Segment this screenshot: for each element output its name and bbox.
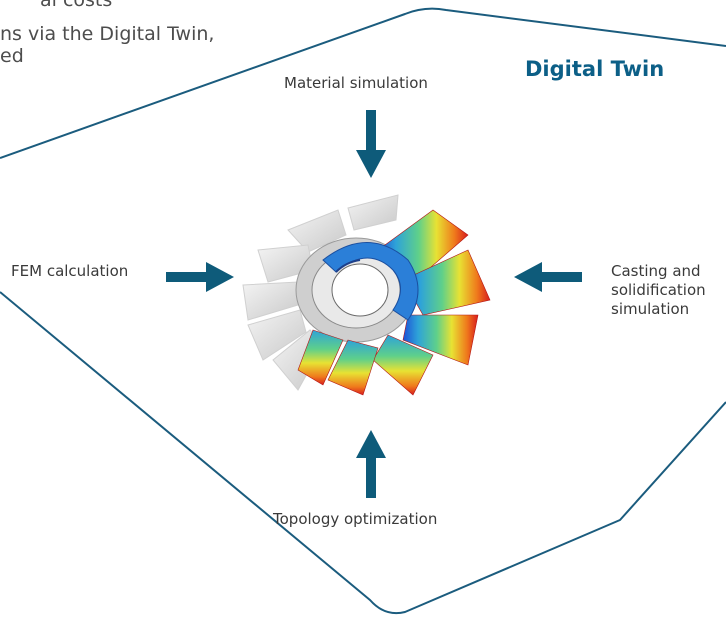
- impeller-simulation-image: [242, 194, 491, 396]
- casting-label-line-3: simulation: [611, 300, 690, 318]
- casting-solidification-label: Casting and solidification simulation: [611, 262, 706, 319]
- left-arrow-icon: [514, 262, 582, 292]
- background-text-line-3: ed: [0, 45, 24, 67]
- digital-twin-title: Digital Twin: [525, 57, 665, 81]
- down-arrow-icon: [356, 110, 386, 178]
- casting-label-line-1: Casting and: [611, 262, 701, 280]
- background-text-line-1: al costs: [40, 0, 113, 11]
- fem-calculation-label: FEM calculation: [11, 262, 129, 280]
- material-simulation-label: Material simulation: [284, 74, 428, 92]
- up-arrow-icon: [356, 430, 386, 498]
- topology-optimization-label: Topology optimization: [273, 510, 438, 528]
- background-text-line-2: ns via the Digital Twin,: [0, 23, 215, 45]
- casting-label-line-2: solidification: [611, 281, 706, 299]
- right-arrow-icon: [166, 262, 234, 292]
